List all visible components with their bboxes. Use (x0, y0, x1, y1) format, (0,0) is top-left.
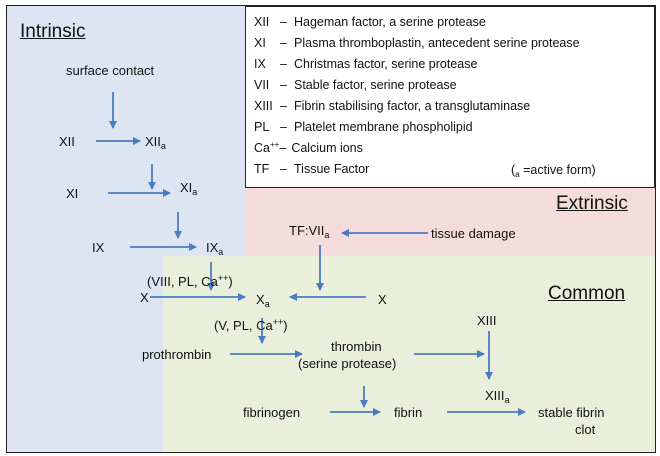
node-cofactors-1-post: ) (228, 274, 233, 289)
node-xii-a: XIIa (145, 134, 166, 151)
legend-code: XIII (254, 99, 273, 113)
intrinsic-title: Intrinsic (20, 21, 86, 42)
extrinsic-region (245, 188, 655, 256)
node-ix-a-sub: a (218, 247, 224, 257)
node-xii-a-sub: a (160, 141, 166, 151)
node-cofactors-1-sup: ++ (217, 273, 229, 283)
node-xi-a-base: XI (180, 180, 193, 195)
legend-desc: Tissue Factor (294, 162, 370, 176)
legend-code: XI (254, 36, 266, 50)
node-clot: clot (575, 422, 596, 437)
node-fibrin: fibrin (394, 405, 423, 420)
legend-desc: Stable factor, serine protease (294, 78, 457, 92)
legend-active-note: (a =active form) (511, 163, 596, 179)
legend-code: XII (254, 15, 270, 29)
common-title: Common (548, 283, 626, 304)
legend-row-tf: TF–Tissue Factor (254, 162, 370, 176)
node-tissue-damage: tissue damage (431, 226, 516, 241)
node-xiii-a-sub: a (504, 395, 510, 405)
outer-border (6, 5, 656, 453)
node-x-left: X (140, 290, 149, 305)
legend-row-pl: PL–Platelet membrane phospholipid (254, 120, 473, 134)
node-xiii-a: XIIIa (485, 388, 510, 405)
node-x-a: Xa (256, 292, 270, 309)
legend-desc: Hageman factor, a serine protease (294, 15, 486, 29)
legend-row-ca: Ca++–Calcium ions (254, 140, 363, 156)
node-cofactors-1-pre: (VIII, PL, Ca (147, 274, 218, 289)
node-xi: XI (66, 186, 79, 201)
node-ix-a-base: IX (206, 240, 219, 255)
node-stable-fibrin: stable fibrin (538, 405, 605, 420)
node-fibrinogen: fibrinogen (243, 405, 301, 420)
node-cofactors-2-pre: (V, PL, Ca (214, 318, 273, 333)
legend-desc: Platelet membrane phospholipid (294, 120, 473, 134)
node-xi-a-sub: a (192, 187, 198, 197)
node-ix: IX (92, 240, 105, 255)
node-ix-a: IXa (206, 240, 224, 257)
legend-row-xiii: XIII–Fibrin stabilising factor, a transg… (254, 99, 531, 113)
node-prothrombin: prothrombin (142, 347, 212, 362)
legend-desc: Calcium ions (291, 141, 363, 155)
legend-active-text: =active form (523, 163, 592, 177)
node-xii: XII (59, 134, 75, 149)
node-cofactors-2: (V, PL, Ca++) (214, 317, 288, 334)
node-tf-viia-sub: a (324, 230, 330, 240)
legend-row-xi: XI–Plasma thromboplastin, antecedent ser… (254, 36, 580, 50)
legend-active-sub: a (515, 170, 520, 179)
legend-row-vii: VII–Stable factor, serine protease (254, 78, 457, 92)
node-cofactors-1: (VIII, PL, Ca++) (147, 273, 233, 290)
node-x-right: X (378, 292, 387, 307)
node-x-a-sub: a (264, 299, 270, 309)
node-xi-a: XIa (180, 180, 198, 197)
node-serine-protease: (serine protease) (298, 356, 397, 371)
node-cofactors-2-post: ) (283, 318, 288, 333)
node-xiii-a-base: XIII (485, 388, 505, 403)
legend-row-xii: XII–Hageman factor, a serine protease (254, 15, 486, 29)
legend-code-sup: ++ (269, 140, 280, 149)
legend-desc: Plasma thromboplastin, antecedent serine… (294, 36, 580, 50)
legend-box: XII–Hageman factor, a serine protease XI… (245, 6, 655, 188)
legend-code: TF (254, 162, 270, 176)
legend-code: PL (254, 120, 270, 134)
legend-desc: Fibrin stabilising factor, a transglutam… (294, 99, 531, 113)
extrinsic-title: Extrinsic (556, 193, 628, 214)
legend-desc: Christmas factor, serine protease (294, 57, 478, 71)
node-xii-a-base: XII (145, 134, 161, 149)
legend-row-ix: IX–Christmas factor, serine protease (254, 57, 478, 71)
legend-code: IX (254, 57, 266, 71)
legend-code: Ca (254, 141, 270, 155)
node-x-a-base: X (256, 292, 265, 307)
node-surface-contact: surface contact (66, 63, 155, 78)
node-tf-viia: TF:VIIa (289, 223, 330, 240)
node-tf-viia-base: TF:VII (289, 223, 325, 238)
legend-code: VII (254, 78, 270, 92)
node-thrombin: thrombin (331, 339, 382, 354)
node-xiii: XIII (477, 313, 497, 328)
node-cofactors-2-sup: ++ (272, 317, 284, 327)
